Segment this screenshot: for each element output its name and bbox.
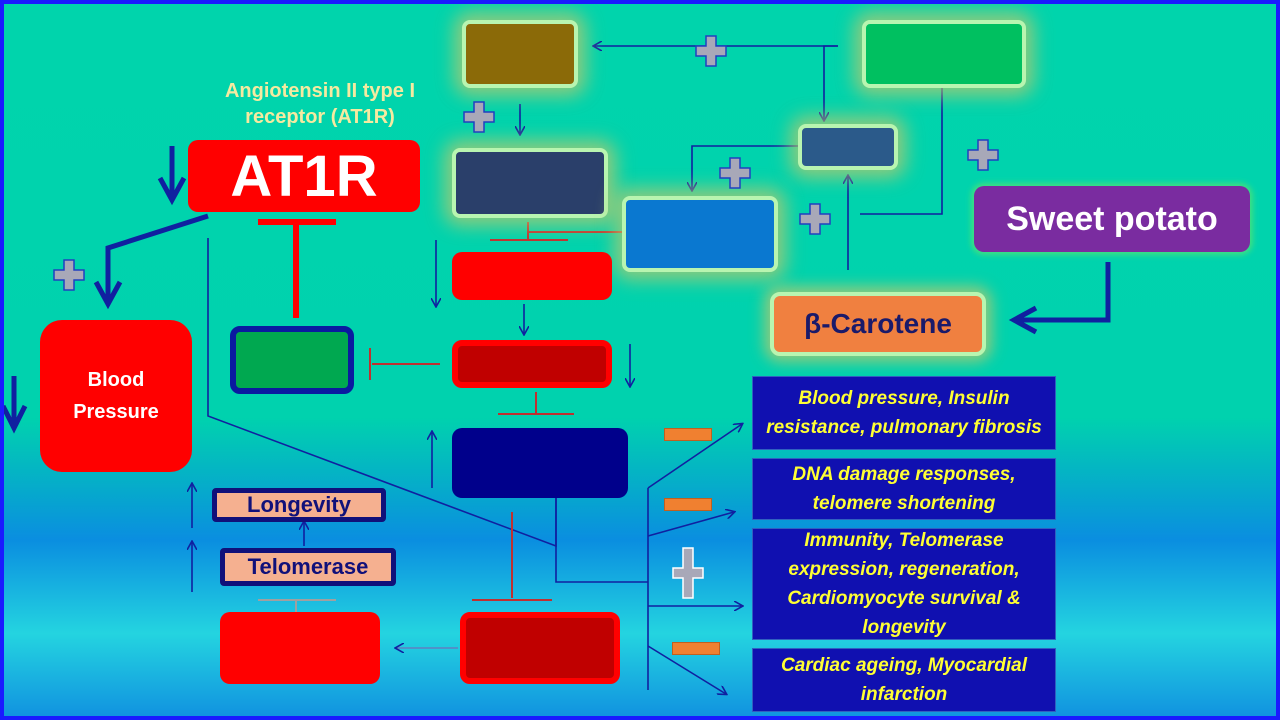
minus-icon xyxy=(664,498,712,511)
effect-box-3: Immunity, Telomerase expression, regener… xyxy=(752,528,1056,640)
green-node xyxy=(230,326,354,394)
plus-icon xyxy=(695,35,727,67)
blue-node xyxy=(622,196,778,272)
darkred-node-1 xyxy=(452,340,612,388)
effect-box-2: DNA damage responses, telomere shortenin… xyxy=(752,458,1056,520)
at1r-caption: Angiotensin II type I receptor (AT1R) xyxy=(224,80,415,128)
brown-node xyxy=(462,20,578,88)
plus-icon xyxy=(719,157,751,189)
effect-box-4: Cardiac ageing, Myocardial infarction xyxy=(752,648,1056,712)
telomerase-node: Telomerase xyxy=(220,548,396,586)
small-blue-node xyxy=(798,124,898,170)
green-node-top xyxy=(862,20,1026,88)
plus-icon xyxy=(799,203,831,235)
navy-node xyxy=(452,148,608,218)
effect-box-1: Blood pressure, Insulin resistance, pulm… xyxy=(752,376,1056,450)
red-node-2 xyxy=(220,612,380,684)
dark-navy-node xyxy=(452,428,628,498)
darkred-node-2 xyxy=(460,612,620,684)
at1r-node: AT1R xyxy=(188,140,420,212)
blood-pressure-node: Blood Pressure xyxy=(40,320,192,472)
plus-icon xyxy=(672,547,704,599)
plus-icon xyxy=(463,101,495,133)
sweet-potato-node: Sweet potato xyxy=(974,186,1250,252)
plus-icon xyxy=(967,139,999,171)
red-node-1 xyxy=(452,252,612,300)
longevity-node: Longevity xyxy=(212,488,386,522)
minus-icon xyxy=(672,642,720,655)
beta-carotene-node: β-Carotene xyxy=(770,292,986,356)
plus-icon xyxy=(53,259,85,291)
minus-icon xyxy=(664,428,712,441)
